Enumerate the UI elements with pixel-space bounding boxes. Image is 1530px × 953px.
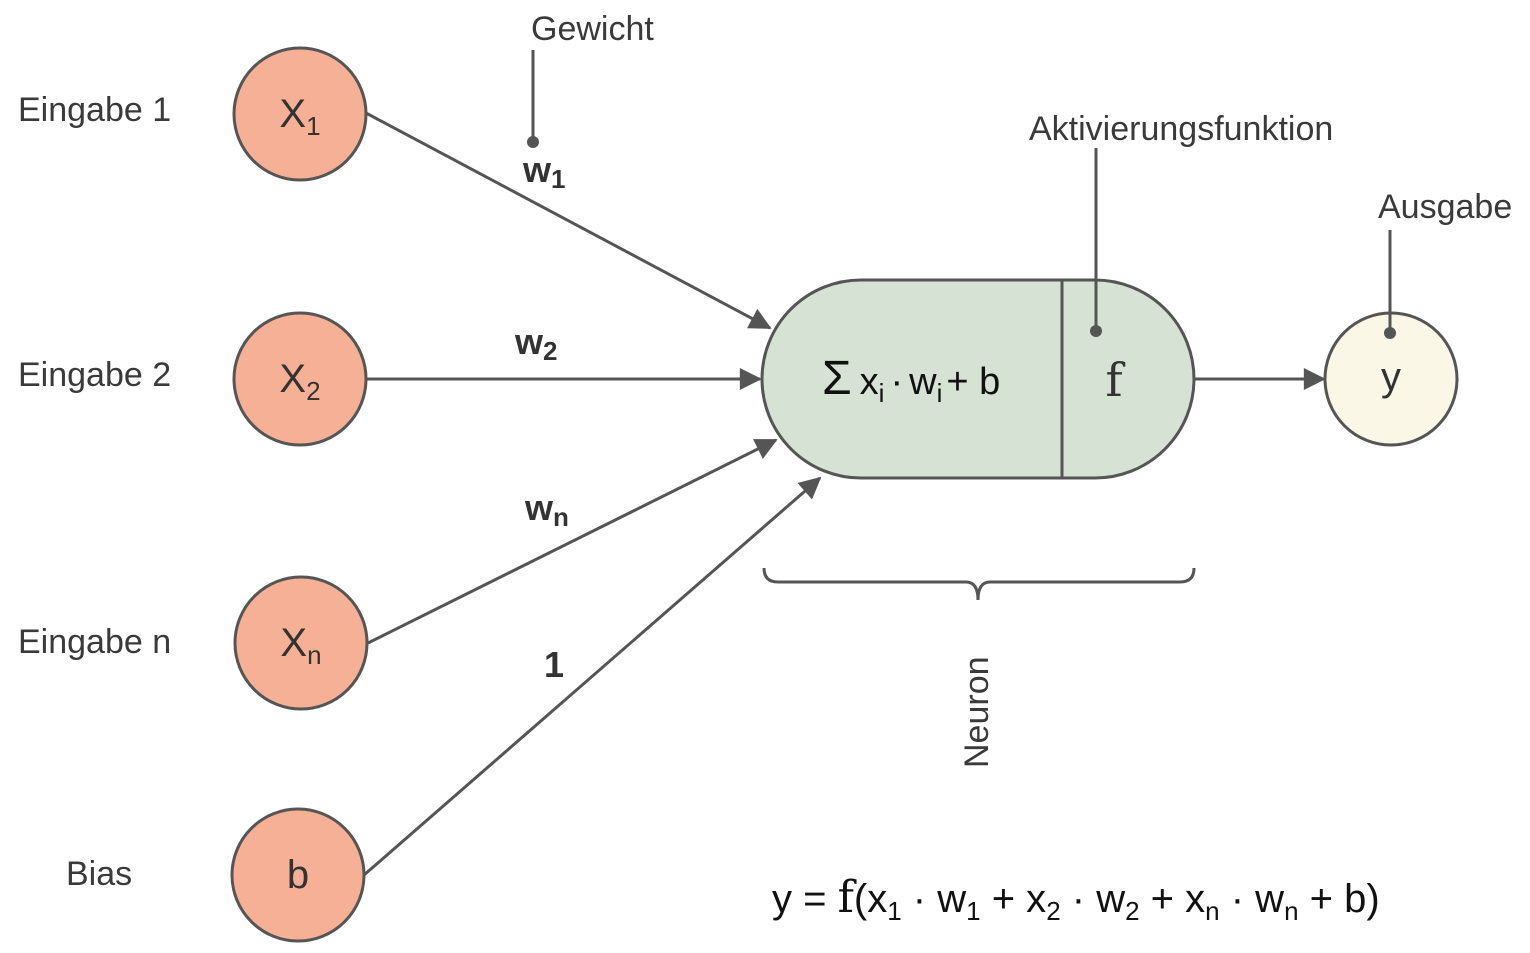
input-subscript: 2	[306, 376, 320, 406]
activation-annotation: Aktivierungsfunktion	[1029, 110, 1333, 148]
input-node-2: X2	[232, 311, 368, 447]
output-annotation-dot	[1384, 327, 1396, 339]
input-symbol: X	[280, 621, 307, 665]
output-formula: y = f(x1 · w1 + x2 · w2 + xn · wn + b)	[772, 872, 1380, 926]
weight-annotation: Gewicht	[531, 10, 654, 48]
activation-function-symbol: f	[1105, 353, 1125, 407]
bias-node: b	[230, 807, 366, 943]
input-subscript: 1	[306, 111, 320, 141]
input-node-1: X1	[232, 46, 368, 182]
input-symbol: X	[279, 357, 306, 401]
input-subscript: n	[307, 640, 321, 670]
weight-label-1: w1	[522, 149, 565, 194]
input-label-n: Eingabe n	[18, 623, 171, 661]
bias-weight-label: 1	[544, 644, 564, 685]
bias-label: Bias	[66, 855, 132, 893]
weight-label-2: w2	[514, 321, 557, 366]
neuron-label: Neuron	[958, 656, 996, 768]
input-label-2: Eingabe 2	[18, 356, 171, 394]
input-symbol: X	[279, 92, 306, 136]
bias-symbol: b	[287, 853, 309, 897]
weight-annotation-dot	[527, 136, 539, 148]
svg-text:X2: X2	[279, 357, 320, 406]
edge-input-n	[367, 438, 778, 645]
svg-text:X1: X1	[279, 92, 320, 141]
input-label-1: Eingabe 1	[18, 91, 171, 129]
output-annotation: Ausgabe	[1378, 188, 1512, 226]
weight-label-n: wn	[524, 487, 569, 532]
neuron-brace	[762, 567, 1196, 601]
svg-text:Xn: Xn	[280, 621, 321, 670]
input-node-n: Xn	[233, 575, 369, 711]
activation-annotation-dot	[1090, 325, 1102, 337]
output-symbol: y	[1381, 355, 1401, 399]
edge-bias	[363, 476, 822, 877]
edge-input-1	[365, 111, 772, 330]
